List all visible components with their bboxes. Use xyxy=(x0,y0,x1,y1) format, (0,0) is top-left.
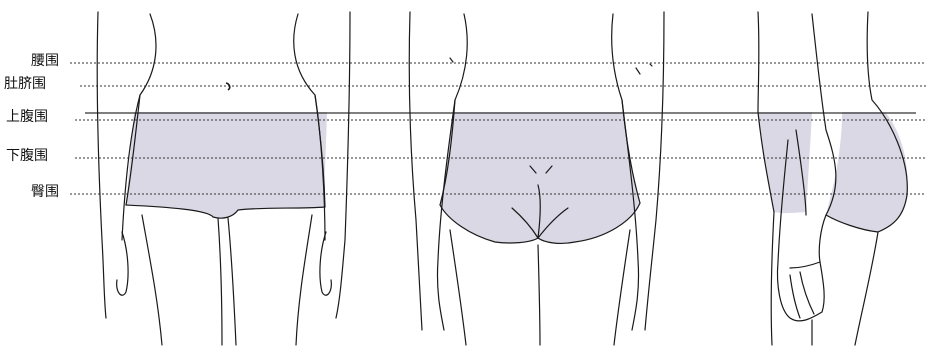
front-right-hand xyxy=(320,232,331,295)
back-inner-leg xyxy=(538,245,540,345)
back-right-leg xyxy=(614,230,630,345)
side-arm-outer xyxy=(812,14,836,262)
back-scapula-right-2 xyxy=(650,64,652,66)
side-view-shaded-region-front xyxy=(758,112,812,213)
back-scapula-right xyxy=(636,68,640,74)
front-view-shaded-region xyxy=(126,112,327,218)
upper-abdomen-label: 上腹围 xyxy=(6,110,48,124)
back-right-arm-outer xyxy=(645,12,664,330)
lower-abdomen-label: 下腹围 xyxy=(6,149,48,163)
hip-label: 臀围 xyxy=(31,185,59,199)
side-leg-back xyxy=(771,212,774,345)
front-inner-leg-right xyxy=(228,218,236,345)
front-inner-leg-left xyxy=(218,218,222,345)
navel-label: 肚脐围 xyxy=(4,77,46,91)
front-left-hand xyxy=(117,232,128,295)
waist-label: 腰围 xyxy=(31,54,59,68)
front-left-leg xyxy=(142,215,162,345)
side-finger-1 xyxy=(790,275,800,318)
side-finger-2 xyxy=(800,272,814,314)
front-right-leg xyxy=(296,215,312,345)
shaded-regions xyxy=(126,112,908,243)
back-left-leg xyxy=(450,230,466,345)
back-scapula-left xyxy=(450,58,453,62)
back-left-arm-outer xyxy=(409,12,422,330)
side-hand xyxy=(778,262,825,321)
front-right-arm-outer xyxy=(336,12,350,318)
side-leg-front xyxy=(855,232,878,345)
front-left-arm-outer xyxy=(97,12,106,318)
navel-mark xyxy=(226,83,230,90)
side-view-shaded-region-back xyxy=(826,112,908,232)
